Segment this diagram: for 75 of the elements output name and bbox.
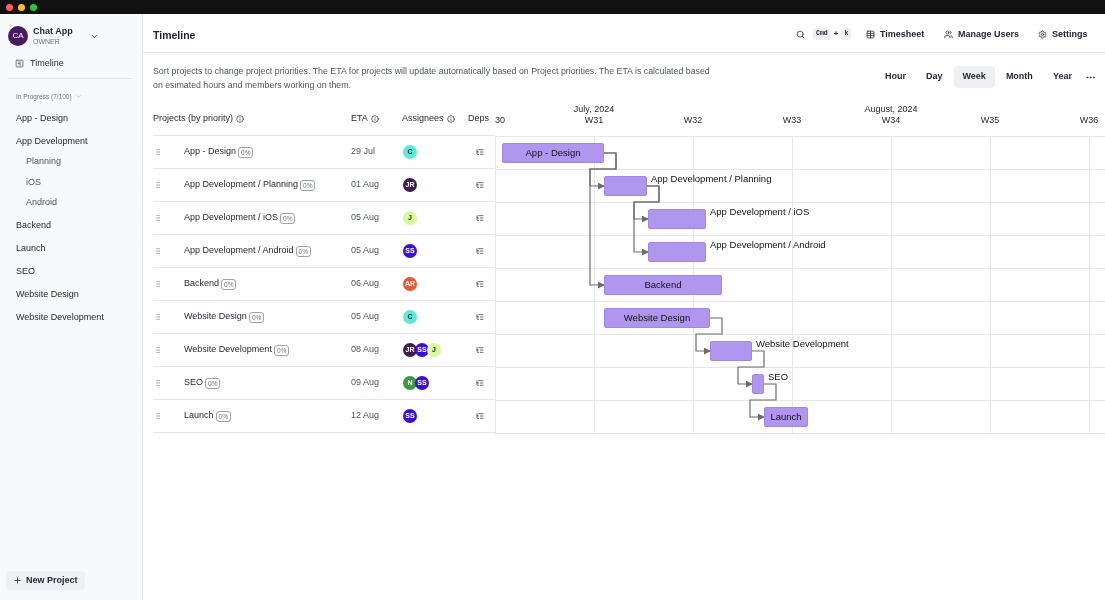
project-name: Launch — [184, 409, 214, 423]
week-label: W36 — [1079, 114, 1099, 127]
project-name: SEO — [184, 376, 203, 390]
week-label: 30 — [495, 114, 505, 127]
nav-link: Timeline — [30, 57, 64, 70]
task-label: Website Development — [756, 337, 849, 351]
zoom-tab: Week — [953, 66, 995, 88]
task-bar: Website Design — [604, 308, 710, 328]
timesheet-link: Timesheet — [866, 28, 925, 42]
description-text: Sort projects to change project priorities. The ETA for projects will update automatically based on Project priorities. The ETA is calculated based on esimated hours and members working on them. — [153, 65, 711, 92]
dependency-arrow — [633, 185, 660, 256]
zoom-tab: Year — [1043, 66, 1081, 88]
settings-link: Settings — [1038, 28, 1088, 42]
dependency-arrow — [589, 152, 617, 289]
zoom-tab: Month — [996, 66, 1042, 88]
week-label: W32 — [683, 114, 703, 127]
column-header: ETA — [351, 112, 368, 126]
task-bar — [710, 341, 752, 361]
project-name: Website Design — [184, 310, 247, 324]
project-link: iOS — [26, 176, 41, 189]
dependency-arrow — [695, 317, 723, 355]
zoom-tab: Hour — [876, 66, 915, 88]
column-header: Projects (by priority) — [153, 112, 233, 126]
new-project-button: New Project — [6, 571, 85, 590]
eta-date: 05 Aug — [351, 244, 380, 258]
eta-date: 01 Aug — [351, 178, 380, 192]
task-label: App Development / Android — [710, 238, 826, 252]
eta-date: 05 Aug — [351, 211, 380, 225]
zoom-tab: Day — [917, 66, 952, 88]
task-label: SEO — [768, 370, 789, 384]
week-label: W35 — [980, 114, 1000, 127]
key-separator: + — [833, 28, 839, 40]
project-link: Website Development — [16, 311, 104, 324]
task-bar — [604, 176, 647, 196]
week-label: W34 — [881, 114, 901, 127]
task-bar: Backend — [604, 275, 722, 295]
project-name: App Development / iOS — [184, 211, 279, 225]
project-name: App - Design — [184, 145, 237, 159]
project-link: SEO — [16, 265, 35, 278]
project-link: Launch — [16, 242, 46, 255]
workspace-avatar: CA — [8, 26, 28, 46]
manage-users-link: Manage Users — [944, 28, 1020, 42]
task-bar: App - Design — [502, 143, 604, 163]
task-bar — [752, 374, 764, 394]
project-link: Planning — [26, 155, 62, 168]
month-label: July, 2024 — [573, 103, 615, 116]
project-link: Website Design — [16, 288, 79, 301]
eta-date: 29 Jul — [351, 145, 376, 159]
eta-date: 08 Aug — [351, 343, 380, 357]
task-bar — [648, 242, 706, 262]
project-name: App Development / Planning — [184, 178, 299, 192]
month-label: August, 2024 — [864, 103, 918, 116]
eta-date: 09 Aug — [351, 376, 380, 390]
week-label: W31 — [584, 114, 604, 127]
project-link: Android — [26, 196, 58, 209]
eta-date: 05 Aug — [351, 310, 380, 324]
eta-date: 12 Aug — [351, 409, 380, 423]
project-link: App - Design — [16, 112, 69, 125]
column-header: Assignees — [402, 112, 444, 126]
task-label: App Development / Planning — [651, 172, 772, 186]
project-name: Website Development — [184, 343, 272, 357]
week-label: W33 — [782, 114, 802, 127]
project-link: Backend — [16, 219, 52, 232]
eta-date: 06 Aug — [351, 277, 380, 291]
project-name: Backend — [184, 277, 220, 291]
workspace-name: Chat App — [33, 27, 73, 36]
project-name: App Development / Android — [184, 244, 294, 258]
dependency-arrow — [749, 383, 777, 421]
task-bar — [648, 209, 706, 229]
dependency-arrow — [737, 350, 765, 388]
column-header: Deps — [468, 112, 489, 126]
project-link: App Development — [16, 135, 88, 148]
page-title: Timeline — [153, 28, 196, 43]
task-label: App Development / iOS — [710, 205, 810, 219]
task-bar: Launch — [764, 407, 808, 427]
